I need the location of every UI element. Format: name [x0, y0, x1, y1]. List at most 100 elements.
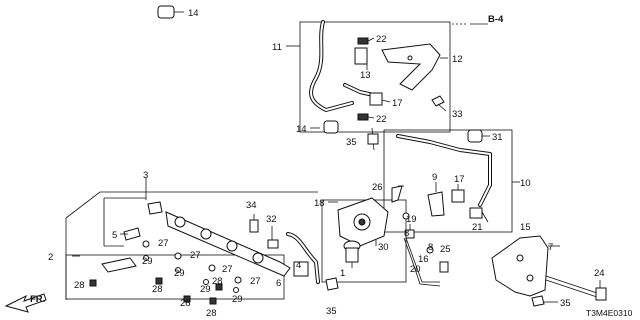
- callout-8b: 8: [428, 242, 433, 253]
- clip-17a: [369, 92, 383, 106]
- diagram-code: T3M4E0310: [586, 308, 633, 318]
- bolt-34: [249, 219, 259, 233]
- callout-34: 34: [246, 200, 257, 211]
- seal-28d: [215, 283, 223, 291]
- callout-18: 18: [314, 198, 325, 209]
- callout-17a: 17: [392, 98, 403, 109]
- fuel-pipe: [309, 20, 354, 112]
- front-arrow: FR.: [4, 293, 47, 313]
- callout-5: 5: [112, 230, 117, 241]
- o-ring-8b: [402, 212, 410, 220]
- clip-21: [469, 207, 483, 219]
- front-arrow-icon: [4, 293, 47, 313]
- callout-35a: 35: [346, 137, 357, 148]
- callout-21: 21: [472, 222, 483, 233]
- callout-22b: 22: [376, 114, 387, 125]
- callout-28c: 28: [180, 298, 191, 309]
- callout-30: 30: [378, 242, 389, 253]
- callout-3: 3: [143, 170, 148, 181]
- callout-24: 24: [594, 268, 605, 279]
- o-ring-27a: [142, 240, 150, 248]
- ring-29a: [143, 255, 149, 261]
- callout-17b: 17: [454, 174, 465, 185]
- seal-28e: [209, 297, 217, 305]
- callout-10: 10: [520, 178, 531, 189]
- bracket-12: [381, 43, 441, 91]
- clamp-14a: [157, 5, 175, 19]
- callout-1: 1: [340, 268, 345, 279]
- callout-4: 4: [296, 260, 301, 271]
- o-ring-8a: [426, 246, 434, 254]
- callout-27b: 27: [190, 250, 201, 261]
- fuel-rail-assembly: [65, 178, 320, 305]
- clip-17b: [451, 189, 465, 203]
- bolt-33: [431, 95, 445, 107]
- callout-32: 32: [266, 214, 277, 225]
- ring-29b: [175, 267, 181, 273]
- callout-14b: 14: [296, 124, 307, 135]
- callout-31: 31: [492, 132, 503, 143]
- callout-27c: 27: [222, 264, 233, 275]
- callout-28a: 28: [74, 280, 85, 291]
- callout-35b: 35: [326, 306, 337, 317]
- callout-14a: 14: [188, 8, 199, 19]
- callout-2: 2: [48, 252, 53, 263]
- nut-32: [267, 239, 279, 249]
- bolt-24: [545, 275, 601, 295]
- callout-7: 7: [548, 242, 553, 253]
- reference-tag-text: B-4: [488, 14, 504, 25]
- clip-22a: [357, 37, 369, 45]
- callout-16: 16: [418, 254, 429, 265]
- seal-28c: [183, 295, 191, 303]
- clip-22b: [357, 113, 369, 121]
- callout-29d: 29: [232, 294, 243, 305]
- callout-33: 33: [452, 109, 463, 120]
- callout-28d: 28: [212, 276, 223, 287]
- callout-8a: 8: [404, 228, 409, 239]
- bracket-9: [427, 191, 445, 217]
- reference-tag: B-4: [452, 14, 504, 25]
- callout-19: 19: [406, 214, 417, 225]
- callout-27a: 27: [158, 238, 169, 249]
- group-frame-11: [299, 21, 451, 133]
- callout-29a: 29: [142, 256, 153, 267]
- ring-29c: [203, 279, 209, 285]
- callout-28e: 28: [206, 308, 217, 319]
- o-ring-27c: [208, 264, 216, 272]
- callout-29c: 29: [200, 284, 211, 295]
- bracket-7-assembly: [491, 235, 607, 307]
- high-pressure-pump-assembly: [321, 127, 449, 291]
- seal-28b: [155, 277, 163, 285]
- callout-9: 9: [432, 172, 437, 183]
- return-pipe-assembly: [383, 129, 520, 233]
- callout-28b: 28: [152, 284, 163, 295]
- bolt-35c: [531, 295, 545, 307]
- clamp-14b: [323, 120, 339, 134]
- callout-20: 20: [410, 264, 421, 275]
- clip-5: [123, 227, 141, 241]
- callout-35c: 35: [560, 298, 571, 309]
- injector: [101, 257, 137, 273]
- clip-13: [354, 47, 368, 65]
- callout-26: 26: [372, 182, 383, 193]
- callout-22a: 22: [376, 34, 387, 45]
- group-frame-2: [65, 191, 318, 219]
- pipe-20: [403, 237, 441, 287]
- clamp-31: [467, 129, 483, 143]
- callout-11: 11: [272, 42, 282, 53]
- callout-29b: 29: [174, 268, 185, 279]
- bolt-26: [391, 185, 403, 203]
- ring-29d: [233, 287, 239, 293]
- callout-15: 15: [520, 222, 531, 233]
- sensor-3: [147, 201, 163, 215]
- callout-6: 6: [276, 278, 281, 289]
- callout-13: 13: [360, 70, 371, 81]
- upper-fuel-pipe-assembly: [157, 5, 451, 134]
- group-frame-18: [321, 199, 407, 283]
- callout-27d: 27: [250, 276, 261, 287]
- callout-25: 25: [440, 244, 451, 255]
- seal-28a: [89, 279, 97, 287]
- o-ring-27d: [234, 276, 242, 284]
- o-ring-27b: [174, 252, 182, 260]
